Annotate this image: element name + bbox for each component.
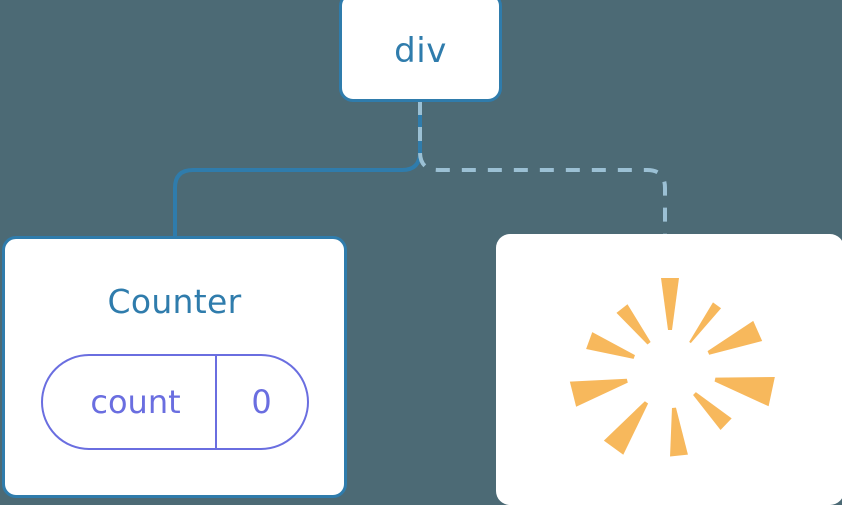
prop-key-label: count [90,383,181,421]
node-div[interactable]: div [339,0,502,102]
prop-pill-count[interactable]: count 0 [40,354,309,450]
starburst-spike-8 [569,378,628,407]
starburst-spike-7 [603,400,649,455]
node-div-label: div [394,31,447,71]
starburst-spike-3 [707,320,763,355]
starburst-spinner-icon [569,277,775,456]
starburst-spike-6 [670,407,688,456]
edge-div-to-spinner [418,101,667,238]
starburst-spike-9 [586,331,635,359]
starburst-spike-10 [616,303,651,344]
edge-div-to-counter [173,101,422,238]
starburst-spike-2 [689,301,722,343]
node-spinner[interactable] [496,234,842,505]
node-counter[interactable]: Counter count 0 [2,236,347,498]
starburst-spike-4 [714,376,775,406]
prop-value-label: 0 [214,356,307,448]
starburst-spike-5 [693,391,732,430]
node-counter-label: Counter [107,282,242,321]
starburst-spike-1 [661,277,679,330]
